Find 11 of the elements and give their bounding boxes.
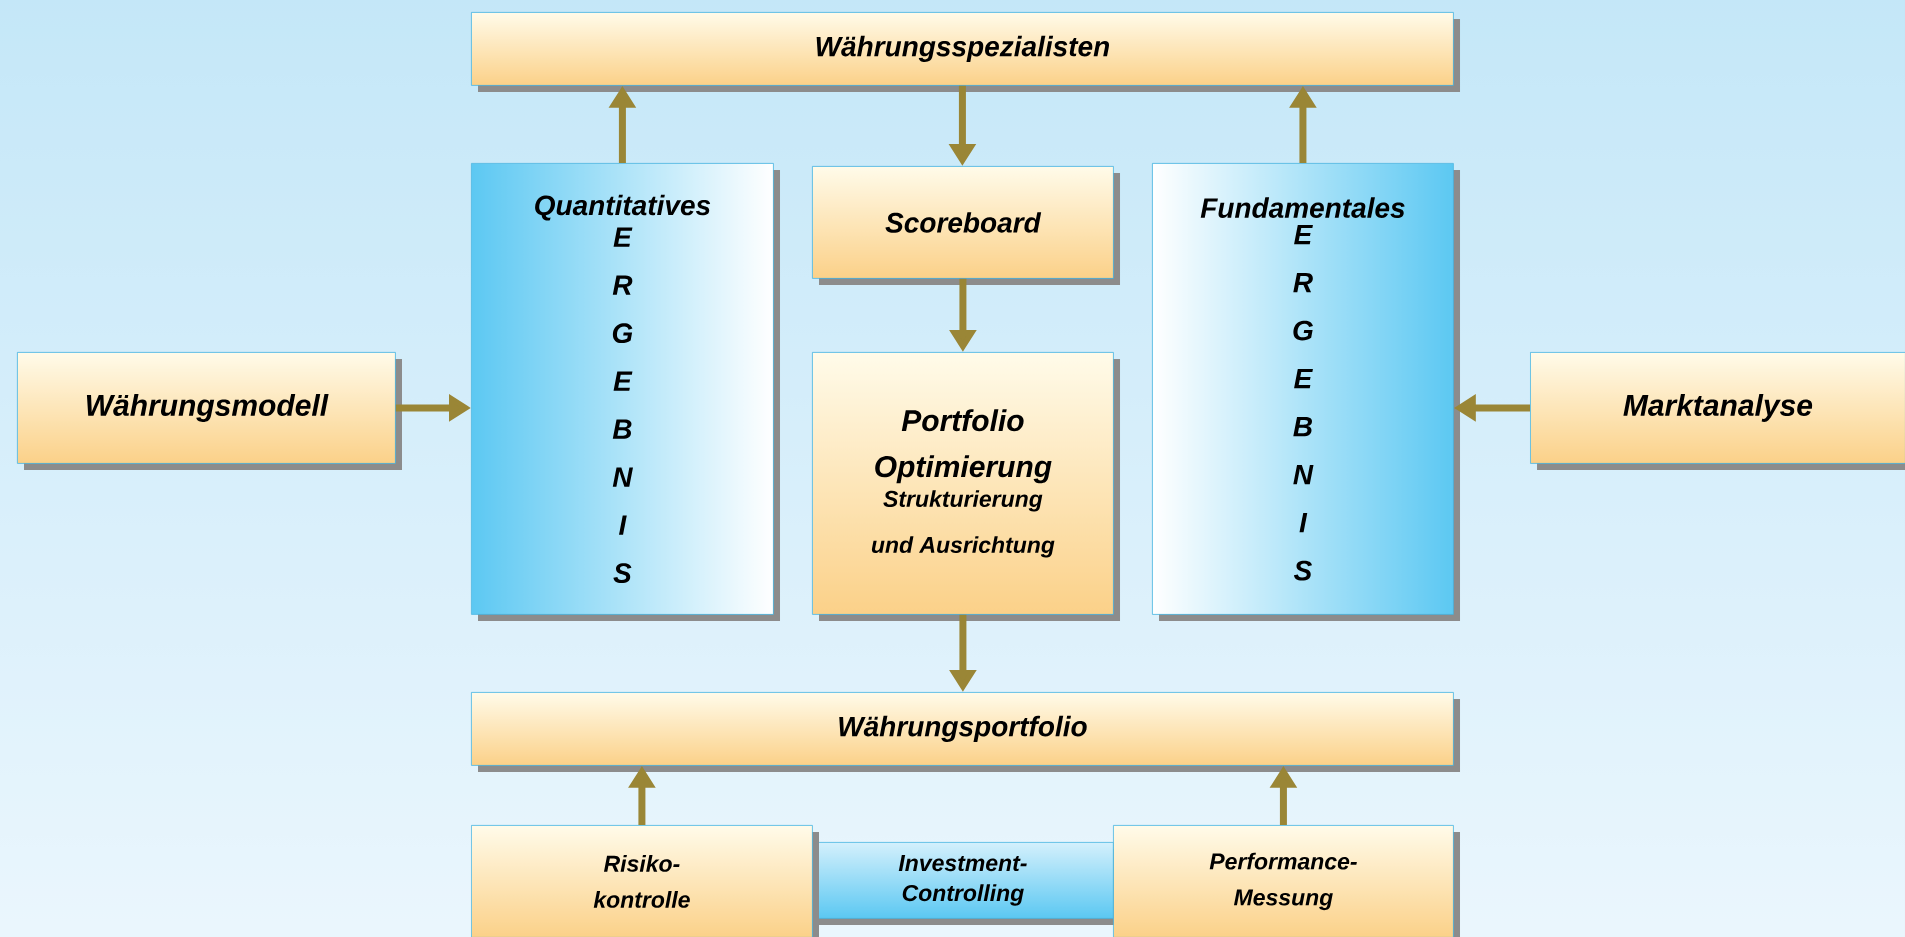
result-column: Fundamentales E R G E B N I S	[1152, 163, 1460, 621]
process-box: Risiko- kontrolle	[471, 825, 819, 937]
process-box: Währungsportfolio	[471, 692, 1460, 772]
process-box: Performance- Messung	[1113, 825, 1460, 937]
process-box: Portfolio Optimierung Strukturierung und Ausrichtung	[812, 352, 1120, 621]
process-band: Investment- Controlling	[812, 842, 1120, 925]
process-box: Währungsmodell	[17, 352, 402, 470]
process-box: Scoreboard	[812, 166, 1120, 285]
process-box: Marktanalyse	[1530, 352, 1905, 470]
process-box: Währungsspezialisten	[471, 12, 1460, 92]
result-column: Quantitatives E R G E B N I S	[471, 163, 780, 621]
